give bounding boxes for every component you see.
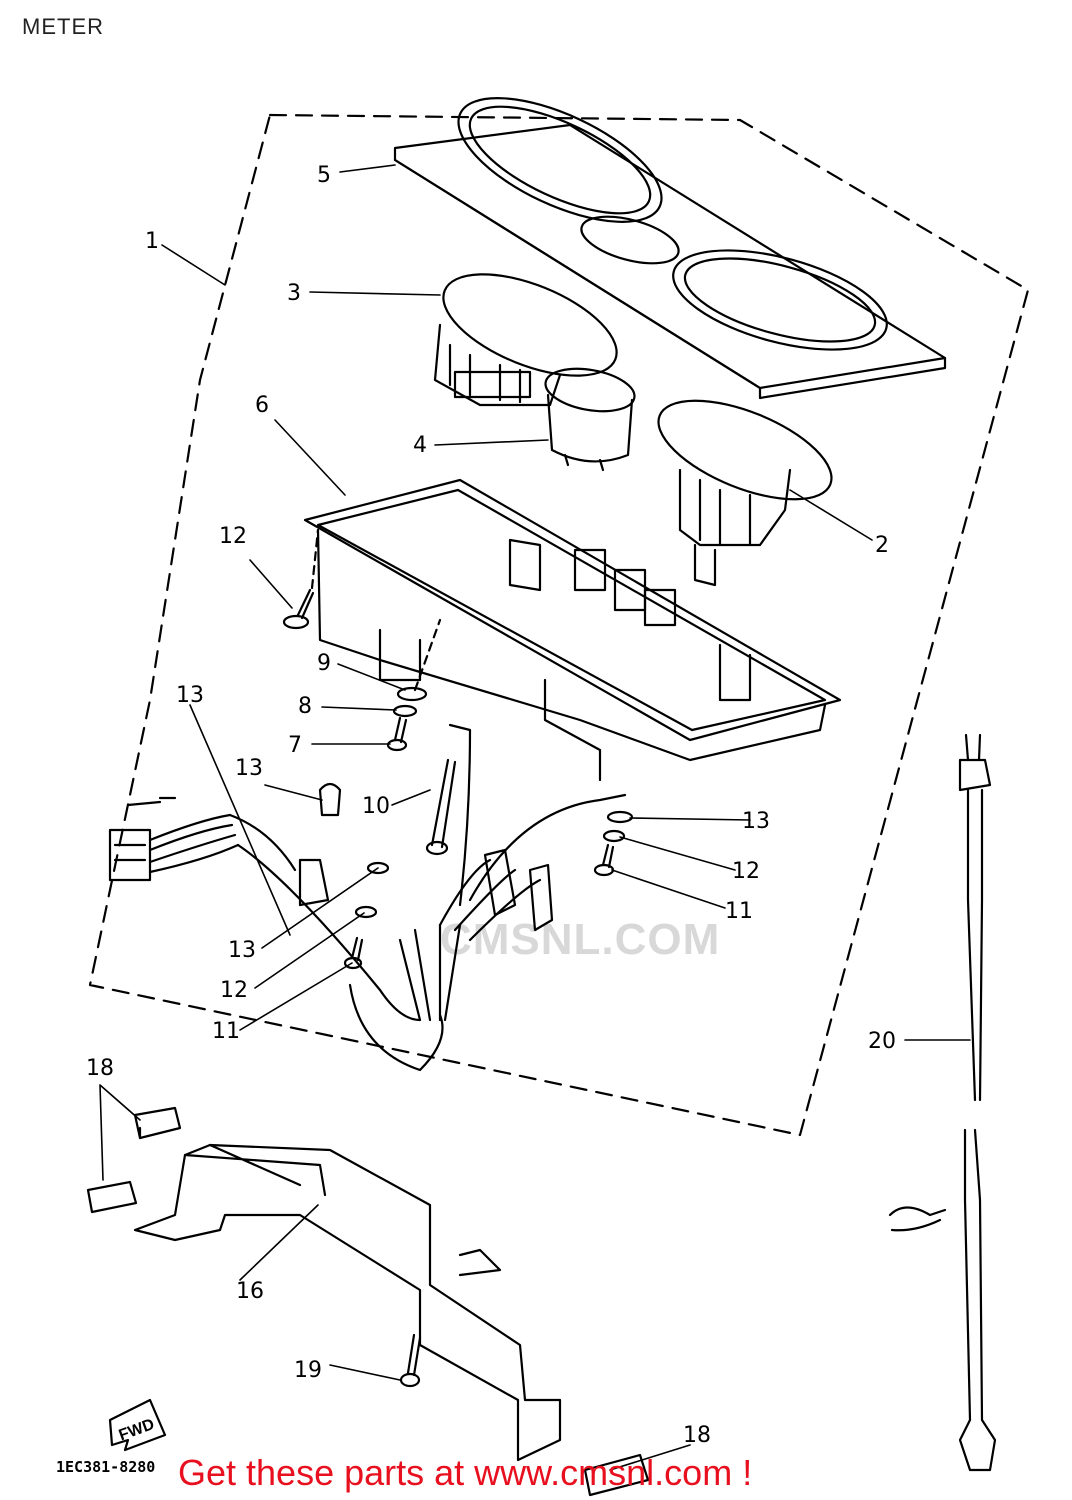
screw-11-left — [343, 936, 364, 970]
callout-16: 13 — [235, 756, 263, 781]
screw-7 — [386, 716, 408, 752]
screw-14 — [282, 588, 315, 630]
speedometer — [433, 273, 618, 407]
callout-20: 20 — [868, 1029, 896, 1054]
page-title: METER — [22, 14, 104, 39]
fwd-arrow — [108, 1398, 167, 1452]
callout-14: 12 — [219, 524, 247, 549]
callout-4: 4 — [413, 433, 427, 458]
callout-18b: 18 — [683, 1423, 711, 1448]
assembly-boundary — [88, 113, 1030, 1137]
speedometer-cable — [888, 733, 997, 1472]
callout-1: 1 — [145, 229, 159, 254]
callout-17: 16 — [236, 1279, 264, 1304]
washer-13-right — [606, 810, 634, 824]
tachometer — [657, 399, 833, 587]
callout-2: 2 — [875, 533, 889, 558]
wire-harness — [108, 723, 627, 1072]
callout-5: 5 — [317, 163, 331, 188]
damper-18-upper — [133, 1106, 182, 1140]
bolt-19 — [399, 1333, 422, 1388]
bulb-16 — [318, 782, 342, 817]
callout-11a: 11 — [212, 1019, 240, 1044]
callout-labels: 5 1 3 6 4 2 12 9 8 7 13 13 10 13 13 12 1… — [86, 163, 896, 1448]
washer-8 — [392, 704, 418, 718]
indicator-gauge — [544, 367, 636, 472]
washer-12-left — [354, 905, 378, 919]
washer-13-left — [366, 861, 390, 875]
callout-13b: 13 — [742, 809, 770, 834]
callout-18a: 18 — [86, 1056, 114, 1081]
diagram-part-code: 1EC381-8280 — [56, 1458, 156, 1476]
callout-8: 8 — [298, 694, 312, 719]
meter-case — [303, 478, 842, 782]
screw-10 — [425, 758, 457, 856]
screw-11-right — [593, 843, 615, 877]
promo-link-text[interactable]: Get these parts at www.cmsnl.com ! — [178, 1452, 753, 1493]
callout-12b: 12 — [732, 859, 760, 884]
callout-13a: 13 — [228, 938, 256, 963]
callout-3: 3 — [287, 281, 301, 306]
washer-9 — [396, 686, 428, 702]
leader-lines — [99, 164, 971, 1471]
damper-18-lower — [86, 1180, 138, 1214]
callout-7: 7 — [288, 733, 302, 758]
callout-10: 10 — [362, 794, 390, 819]
damper-18-bottom — [583, 1453, 650, 1497]
callout-19: 19 — [294, 1358, 322, 1383]
meter-cover — [393, 97, 947, 400]
callout-12a: 12 — [220, 978, 248, 1003]
callout-15: 13 — [176, 683, 204, 708]
washer-12-right — [602, 829, 626, 843]
callout-6: 6 — [255, 393, 269, 418]
callout-11b: 11 — [725, 899, 753, 924]
bracket — [133, 1143, 562, 1462]
callout-9: 9 — [317, 651, 331, 676]
